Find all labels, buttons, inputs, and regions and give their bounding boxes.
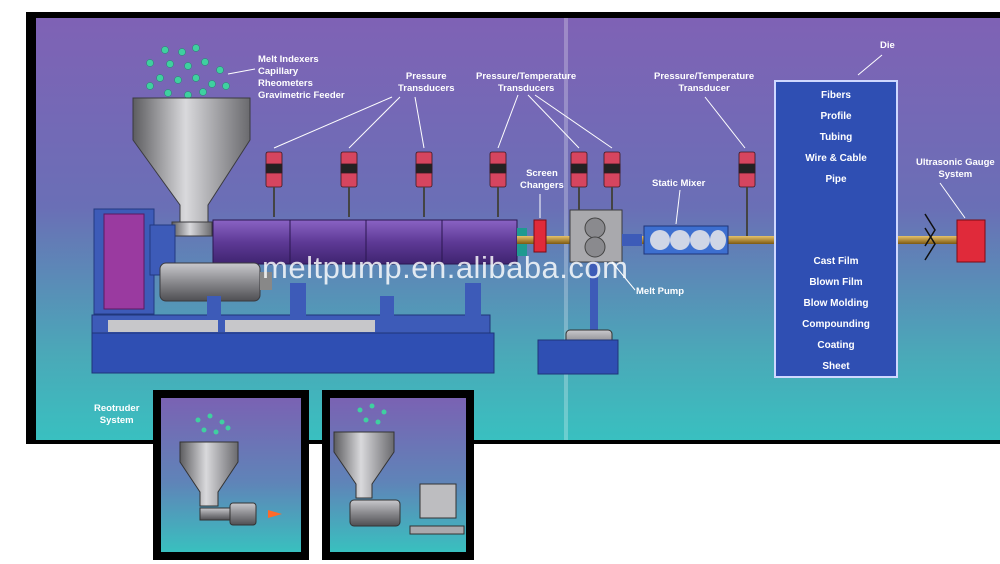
reotruder-panel-1-bg [161,398,301,552]
die-product: Coating [817,340,855,351]
die-product: Wire & Cable [805,153,867,164]
die-product: Tubing [819,132,853,143]
label-static-mixer: Static Mixer [652,178,706,189]
watermark: meltpump.en.alibaba.com [262,250,629,285]
label-die: Die [880,40,895,51]
label-reotruder: Reotruder System [94,403,140,426]
screen-changer [533,219,547,253]
page-fold [564,18,568,440]
label-pt-transducers: Pressure/Temperature Transducers [476,71,577,94]
label-melt-pump: Melt Pump [636,286,685,297]
label-screen-changers: Screen Changers [520,168,564,191]
label-pressure-transducers: Pressure Transducers [398,71,455,94]
die-block: Fibers Profile Tubing Wire & Cable Pipe … [774,80,898,378]
die-product: Sheet [822,361,850,372]
die-product: Pipe [825,174,847,185]
label-melt-indexers: Melt Indexers Capillary Rheometers Gravi… [258,54,345,101]
pellets [146,44,230,99]
die-product: Blown Film [809,277,863,288]
leader-lines [227,54,966,291]
die-product: Blow Molding [803,298,869,309]
label-ultrasonic-gauge: Ultrasonic Gauge System [916,157,995,180]
extruder-barrel [212,219,518,265]
die-product: Compounding [802,319,870,330]
die-product: Cast Film [813,256,859,267]
label-pt-transducer: Pressure/Temperature Transducer [654,71,755,94]
transducers [265,151,756,236]
ultrasonic-gauge [956,219,986,263]
die-product: Fibers [820,90,851,101]
die-product: Profile [820,111,852,122]
